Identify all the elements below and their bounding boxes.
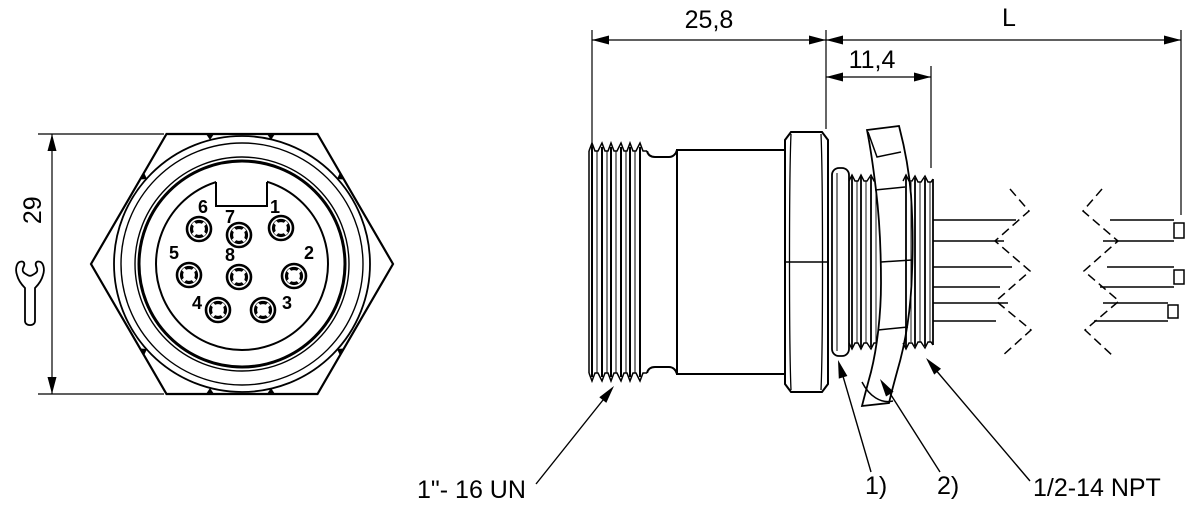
label-callout-2: 2) [937,472,960,500]
pin-label-8: 8 [224,245,235,265]
pin-label-4: 4 [191,293,202,313]
wire-terminal-3 [1167,304,1179,319]
front-thread-un [588,140,647,384]
side-view [588,125,1185,408]
break-line-right [1081,188,1121,358]
extension-lines [591,30,1182,215]
label-callout-1: 1) [865,472,888,500]
label-rear-thread: 1/2-14 NPT [1033,474,1161,502]
wire-terminal-2 [1173,269,1185,285]
pin-socket-5 [175,261,203,289]
leader-un-thread [535,389,612,485]
break-line-left [993,188,1033,358]
wires [933,188,1185,358]
coupling-ring-2 [120,142,364,386]
hex-nut-side [784,131,829,393]
pin-socket-2 [280,262,308,290]
coupling-ring-outer [113,135,371,393]
dimension-29 [38,133,164,395]
connector-body [646,149,786,375]
top-dimensions [591,30,1182,215]
dim-text-25-8: 25,8 [684,6,734,34]
coupling-ring-3 [134,156,350,372]
pin-socket-8 [225,263,253,291]
hex-nut-outline [89,132,395,396]
wire-terminal-1 [1173,222,1185,239]
label-front-thread: 1"- 16 UN [417,476,526,504]
dim-text-11-4: 11,4 [848,46,896,74]
leader-callout-2 [883,383,941,473]
leader-npt-thread [928,361,1031,482]
leader-lines [535,358,1031,485]
pin-socket-1 [267,214,295,242]
washer [831,167,850,357]
rear-thread-npt [902,173,934,351]
pin-label-7: 7 [224,207,235,227]
wrench-icon [15,260,45,327]
front-view [89,132,395,396]
pin-socket-3 [249,296,277,324]
pin-label-6: 6 [197,197,208,217]
pin-socket-4 [204,296,232,324]
keyway-notch [215,182,268,207]
spring-washer [860,125,914,408]
pin-label-3: 3 [281,293,292,313]
hex-chamfer-ticks [140,134,344,394]
dim-text-L: L [1002,4,1016,32]
coupling-ring-thick [137,159,347,369]
dim-text-29: 29 [18,196,47,225]
pin-label-1: 1 [269,197,280,217]
pin-socket-6 [185,215,213,243]
pin-label-5: 5 [168,243,179,263]
rear-thread-left [848,173,880,351]
leader-callout-1 [839,365,872,473]
pin-label-2: 2 [303,243,314,263]
